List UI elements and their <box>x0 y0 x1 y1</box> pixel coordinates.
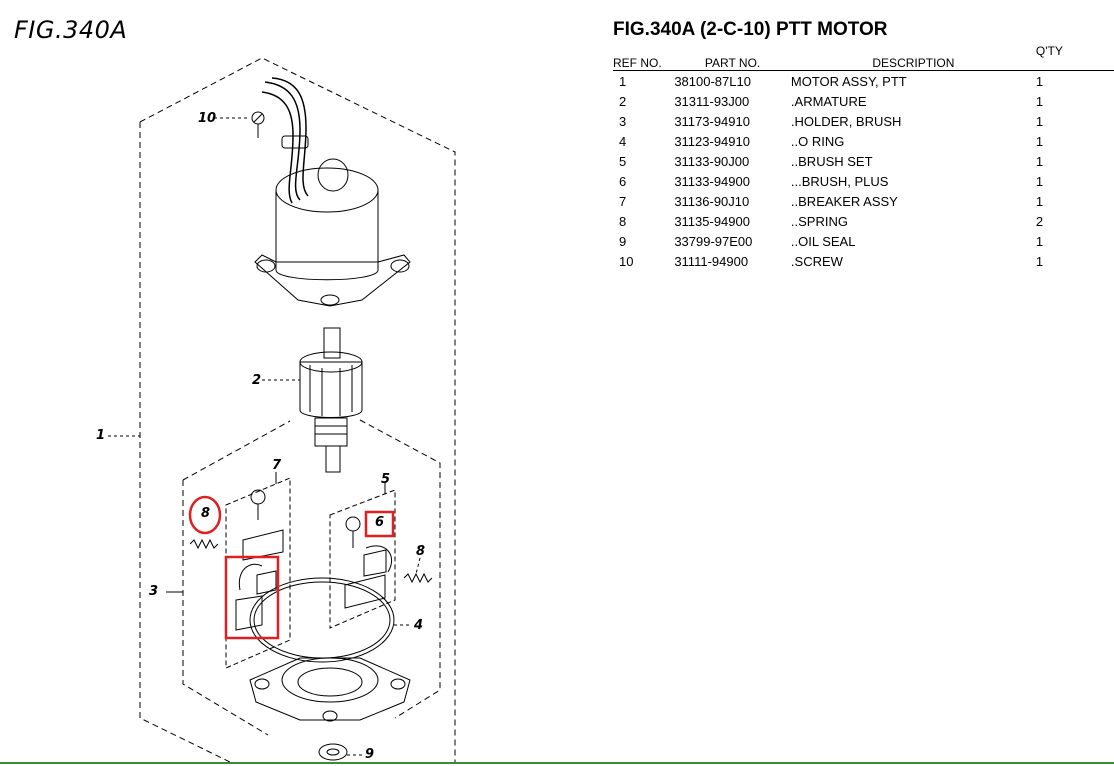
cell-qty: 1 <box>1035 193 1044 209</box>
table-row: 4 31123-94910 ..O RING 1 <box>613 131 1114 151</box>
cell-ref-no: 10 <box>619 253 634 269</box>
cell-part-no: 31111-94900 <box>674 253 749 269</box>
cell-ref-no: 4 <box>619 133 627 149</box>
callout-4: 4 <box>414 618 424 633</box>
cell-ref-no: 3 <box>619 113 627 129</box>
cell-description: .ARMATURE <box>790 93 867 109</box>
cell-ref-no: 1 <box>619 73 627 89</box>
cell-qty: 1 <box>1035 153 1044 169</box>
cell-qty: 1 <box>1035 133 1044 149</box>
cell-description: ..O RING <box>790 133 845 149</box>
cell-ref-no: 5 <box>619 153 627 169</box>
header-qty: Q'TY <box>1035 42 1114 71</box>
inner-assembly-outline-top <box>182 420 291 481</box>
cell-qty: 1 <box>1035 253 1044 269</box>
cell-ref-no: 2 <box>619 93 627 109</box>
cell-part-no: 31136-90J10 <box>674 193 750 209</box>
cell-description: ..BRUSH SET <box>790 153 873 169</box>
highlight-box-breaker <box>224 555 280 640</box>
table-row: 9 33799-97E00 ..OIL SEAL 1 <box>613 231 1114 251</box>
cell-ref-no: 6 <box>619 173 627 189</box>
cell-description: .HOLDER, BRUSH <box>790 113 902 129</box>
header-part-no: PART NO. <box>674 42 791 71</box>
parts-table: REF NO. PART NO. DESCRIPTION Q'TY 1 38100… <box>613 42 1114 271</box>
table-row: 3 31173-94910 .HOLDER, BRUSH 1 <box>613 111 1114 131</box>
parts-table-body: 1 38100-87L10 MOTOR ASSY, PTT 1 2 31311-93J00… <box>613 71 1114 272</box>
callout-6: 6 <box>375 515 385 530</box>
cell-description: ..SPRING <box>790 213 848 229</box>
callout-7: 7 <box>272 458 282 473</box>
cell-description: ..OIL SEAL <box>790 233 856 249</box>
cell-description: MOTOR ASSY, PTT <box>790 73 907 89</box>
table-row: 1 38100-87L10 MOTOR ASSY, PTT 1 <box>613 71 1114 92</box>
callout-9: 9 <box>365 747 375 762</box>
highlight-circle-spring <box>188 495 222 535</box>
table-row: 5 31133-90J00 ..BRUSH SET 1 <box>613 151 1114 171</box>
exploded-diagram: FIG.340A <box>14 16 456 763</box>
cell-part-no: 31311-93J00 <box>674 93 750 109</box>
cell-ref-no: 9 <box>619 233 627 249</box>
inner-assembly-outline <box>182 480 269 736</box>
cell-qty: 1 <box>1035 93 1044 109</box>
cell-ref-no: 7 <box>619 193 627 209</box>
cell-part-no: 33799-97E00 <box>674 233 753 249</box>
table-row: 7 31136-90J10 ..BREAKER ASSY 1 <box>613 191 1114 211</box>
table-row: 10 31111-94900 .SCREW 1 <box>613 251 1114 271</box>
header-ref-no: REF NO. <box>613 42 675 71</box>
cell-qty: 1 <box>1035 173 1044 189</box>
cell-part-no: 31173-94910 <box>674 113 750 129</box>
cell-part-no: 31135-94900 <box>674 213 750 229</box>
cell-qty: 2 <box>1035 213 1044 229</box>
parts-list-title: FIG.340A (2-C-10) PTT MOTOR <box>613 19 888 40</box>
callout-2: 2 <box>252 373 262 388</box>
cell-description: ..BREAKER ASSY <box>790 193 898 209</box>
callout-10: 10 <box>198 111 217 126</box>
outer-assembly-outline-left <box>139 122 231 763</box>
cell-description: .SCREW <box>790 253 843 269</box>
cell-part-no: 38100-87L10 <box>674 73 751 89</box>
figure-label: FIG.340A <box>14 16 128 44</box>
parts-list-panel: FIG.340A (2-C-10) PTT MOTOR REF NO. PART… <box>613 18 1114 271</box>
motor-drawing <box>108 57 456 763</box>
inner-assembly-outline-right <box>359 419 441 719</box>
callout-3: 3 <box>149 584 159 599</box>
parts-table-header: REF NO. PART NO. DESCRIPTION Q'TY <box>613 42 1114 71</box>
table-row: 2 31311-93J00 .ARMATURE 1 <box>613 91 1114 111</box>
cell-qty: 1 <box>1035 113 1044 129</box>
cell-description: ...BRUSH, PLUS <box>790 173 889 189</box>
table-row: 8 31135-94900 ..SPRING 2 <box>613 211 1114 231</box>
callout-8-left: 8 <box>201 506 211 521</box>
table-row: 6 31133-94900 ...BRUSH, PLUS 1 <box>613 171 1114 191</box>
callout-8-right: 8 <box>416 544 426 559</box>
cell-qty: 1 <box>1035 233 1044 249</box>
header-description: DESCRIPTION <box>790 42 1036 71</box>
callout-5: 5 <box>381 472 391 487</box>
highlight-box-brush <box>364 510 395 538</box>
outer-assembly-outline <box>139 57 456 762</box>
cell-ref-no: 8 <box>619 213 627 229</box>
cell-part-no: 31133-90J00 <box>674 153 750 169</box>
cell-part-no: 31133-94900 <box>674 173 750 189</box>
cell-qty: 1 <box>1035 73 1044 89</box>
callout-1: 1 <box>96 428 106 443</box>
page-bottom-rule <box>0 762 1114 764</box>
cell-part-no: 31123-94910 <box>674 133 750 149</box>
